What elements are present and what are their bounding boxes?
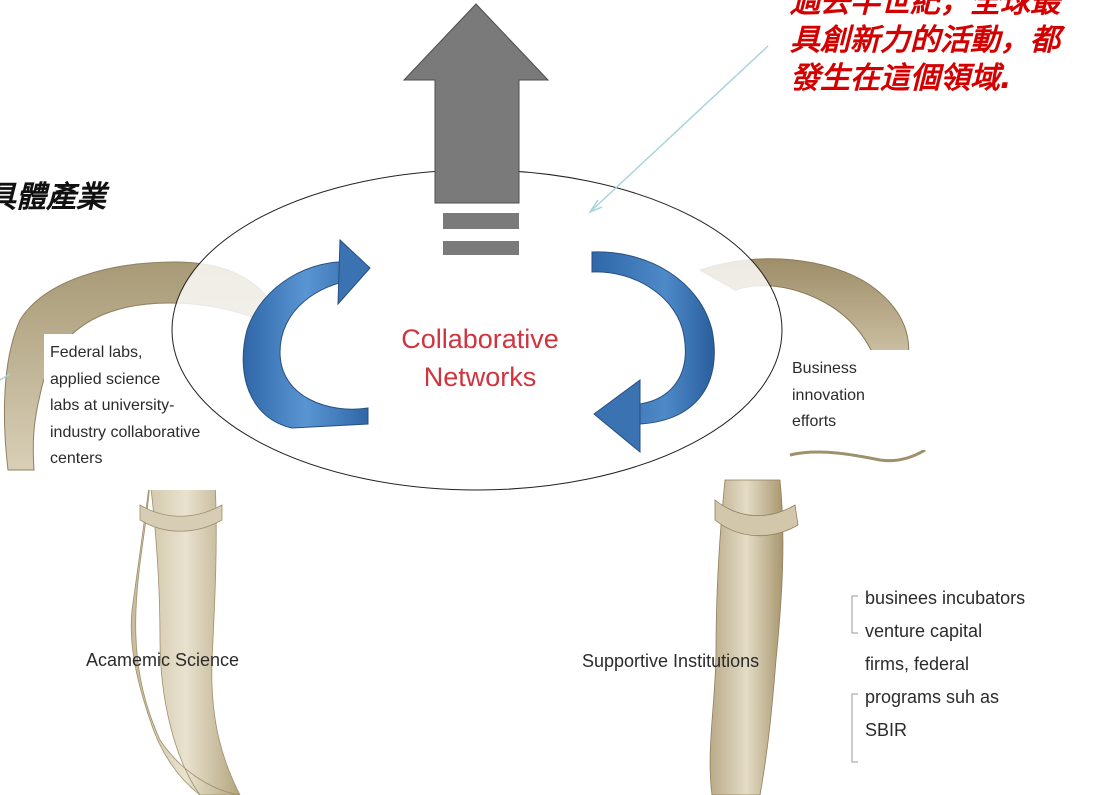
annotation-left-cjk: 具體產業: [0, 180, 106, 215]
center-title: Collaborative Networks: [330, 320, 630, 396]
annotation-top-line: 發生在這個領域.: [790, 61, 1012, 96]
left-label-line: applied science: [50, 370, 161, 388]
caption-academic-science: Acamemic Science: [86, 650, 240, 670]
mushroom-left-stem: [130, 479, 241, 795]
support-list: businees incubators venture capital firm…: [852, 582, 1107, 747]
left-label-line: centers: [50, 450, 103, 467]
right-label-line: efforts: [792, 413, 837, 430]
left-label-line: labs at university-: [50, 397, 175, 414]
left-label-line: Federal labs,: [50, 344, 143, 361]
pointer-line-top: [589, 45, 769, 213]
support-list-item: programs suh as: [865, 687, 1000, 707]
mushroom-right-gill-edge: [789, 448, 926, 463]
support-list-bracket: [851, 595, 858, 763]
mushroom-right-ring: [714, 499, 799, 537]
support-list-item: SBIR: [865, 720, 908, 740]
center-title-line: Networks: [423, 362, 537, 392]
pointer-line-left: [0, 373, 11, 381]
right-label-line: Business: [792, 360, 857, 377]
center-title-line: Collaborative: [401, 324, 559, 354]
up-arrow-icon: [402, 3, 550, 255]
cycle-arrow-left-icon: [242, 238, 371, 429]
pointer-arrowhead-top: [588, 199, 603, 214]
support-list-item: firms, federal: [865, 654, 970, 674]
annotation-top-cjk: 過去半世紀，全球最 具創新力的活動，都 發生在這個領域.: [790, 0, 1107, 98]
mushroom-right-label-bg: [786, 350, 926, 450]
cycle-arrow-right-icon: [591, 251, 715, 454]
annotation-top-line: 具創新力的活動，都: [790, 23, 1060, 58]
left-label-line: industry collaborative: [50, 423, 201, 441]
mushroom-right: [698, 258, 926, 795]
mushroom-left-ring: [139, 504, 223, 532]
right-mushroom-label: Business innovation efforts: [792, 356, 922, 436]
caption-supportive-institutions: Supportive Institutions: [582, 651, 760, 671]
support-list-item: venture capital: [865, 621, 983, 641]
annotation-top-line: 過去半世紀，全球最: [790, 0, 1060, 20]
left-mushroom-label: Federal labs, applied science labs at un…: [50, 340, 260, 473]
mushroom-right-stem: [709, 479, 784, 795]
right-label-line: innovation: [792, 386, 865, 404]
support-list-item: businees incubators: [865, 588, 1026, 608]
